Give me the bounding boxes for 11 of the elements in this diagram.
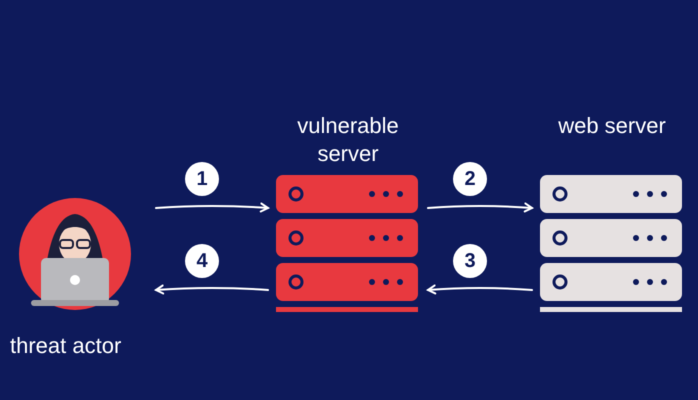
step-number: 1: [185, 162, 219, 196]
node-title: web server: [557, 112, 667, 140]
arrow: [155, 284, 269, 295]
arrow: [155, 202, 269, 213]
node-title: threat actor: [10, 332, 122, 360]
step-number: 4: [185, 244, 219, 278]
step-number: 3: [453, 244, 487, 278]
node-title: vulnerable server: [296, 112, 400, 167]
step-number: 2: [453, 162, 487, 196]
arrow: [427, 284, 533, 294]
arrow: [427, 202, 533, 212]
